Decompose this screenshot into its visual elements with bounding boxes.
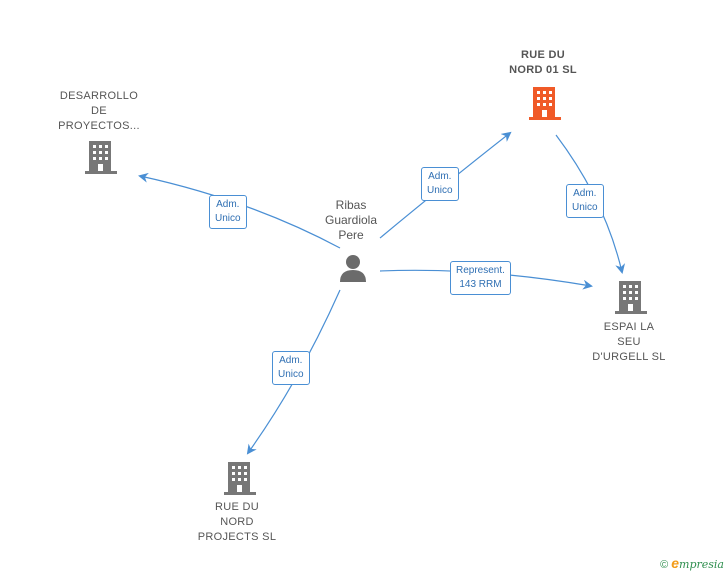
edge-label-line: Unico: [427, 185, 453, 196]
company-name-line: NORD: [220, 516, 254, 528]
edge-label-line: Represent.: [456, 265, 505, 276]
person-name-line: Guardiola: [324, 213, 378, 227]
company-name-line: PROJECTS SL: [197, 531, 277, 543]
edge-label-line: Unico: [572, 202, 598, 213]
company-label-rue-nord-01[interactable]: RUE DU NORD 01 SL: [483, 48, 603, 78]
company-name-line: PROYECTOS...: [58, 120, 140, 132]
edge-label-line: Unico: [215, 213, 241, 224]
company-name-line: DESARROLLO: [59, 90, 139, 102]
edge-label-rue-projects[interactable]: Adm. Unico: [272, 351, 310, 385]
company-label-espai[interactable]: ESPAI LA SEU D'URGELL SL: [569, 320, 689, 365]
company-name-line: NORD 01 SL: [509, 64, 577, 76]
company-name-line: ESPAI LA: [603, 321, 655, 333]
edge-label-desarrollo[interactable]: Adm. Unico: [209, 195, 247, 229]
edge-label-rue-nord-01[interactable]: Adm. Unico: [421, 167, 459, 201]
edge-label-line: Unico: [278, 369, 304, 380]
building-icon[interactable]: [529, 87, 561, 120]
building-icon[interactable]: [615, 281, 647, 314]
company-name-line: DE: [91, 105, 107, 117]
person-name-line: Ribas: [335, 198, 367, 212]
edge-label-line: Adm.: [279, 355, 303, 366]
building-icon[interactable]: [224, 462, 256, 495]
edge-label-line: Adm.: [573, 188, 597, 199]
company-name-line: RUE DU: [215, 501, 259, 513]
brand-initial: e: [671, 555, 680, 571]
edge-label-espai[interactable]: Represent. 143 RRM: [450, 261, 511, 295]
empresia-watermark: © empresia: [660, 555, 724, 571]
person-icon[interactable]: [340, 255, 366, 282]
edge-label-line: Adm.: [428, 171, 452, 182]
brand-name: mpresia: [679, 558, 724, 571]
person-name-label[interactable]: Ribas Guardiola Pere: [291, 198, 411, 243]
company-name-line: RUE DU: [521, 49, 565, 61]
company-name-line: SEU: [617, 336, 641, 348]
company-label-desarrollo[interactable]: DESARROLLO DE PROYECTOS...: [39, 89, 159, 134]
building-icon[interactable]: [85, 141, 117, 174]
person-name-line: Pere: [338, 228, 364, 242]
edge-label-rue-to-espai[interactable]: Adm. Unico: [566, 184, 604, 218]
edge-label-line: 143 RRM: [459, 279, 502, 290]
company-name-line: D'URGELL SL: [592, 351, 666, 363]
company-label-rue-projects[interactable]: RUE DU NORD PROJECTS SL: [177, 500, 297, 545]
copyright-symbol: ©: [660, 559, 669, 571]
edge-label-line: Adm.: [216, 199, 240, 210]
